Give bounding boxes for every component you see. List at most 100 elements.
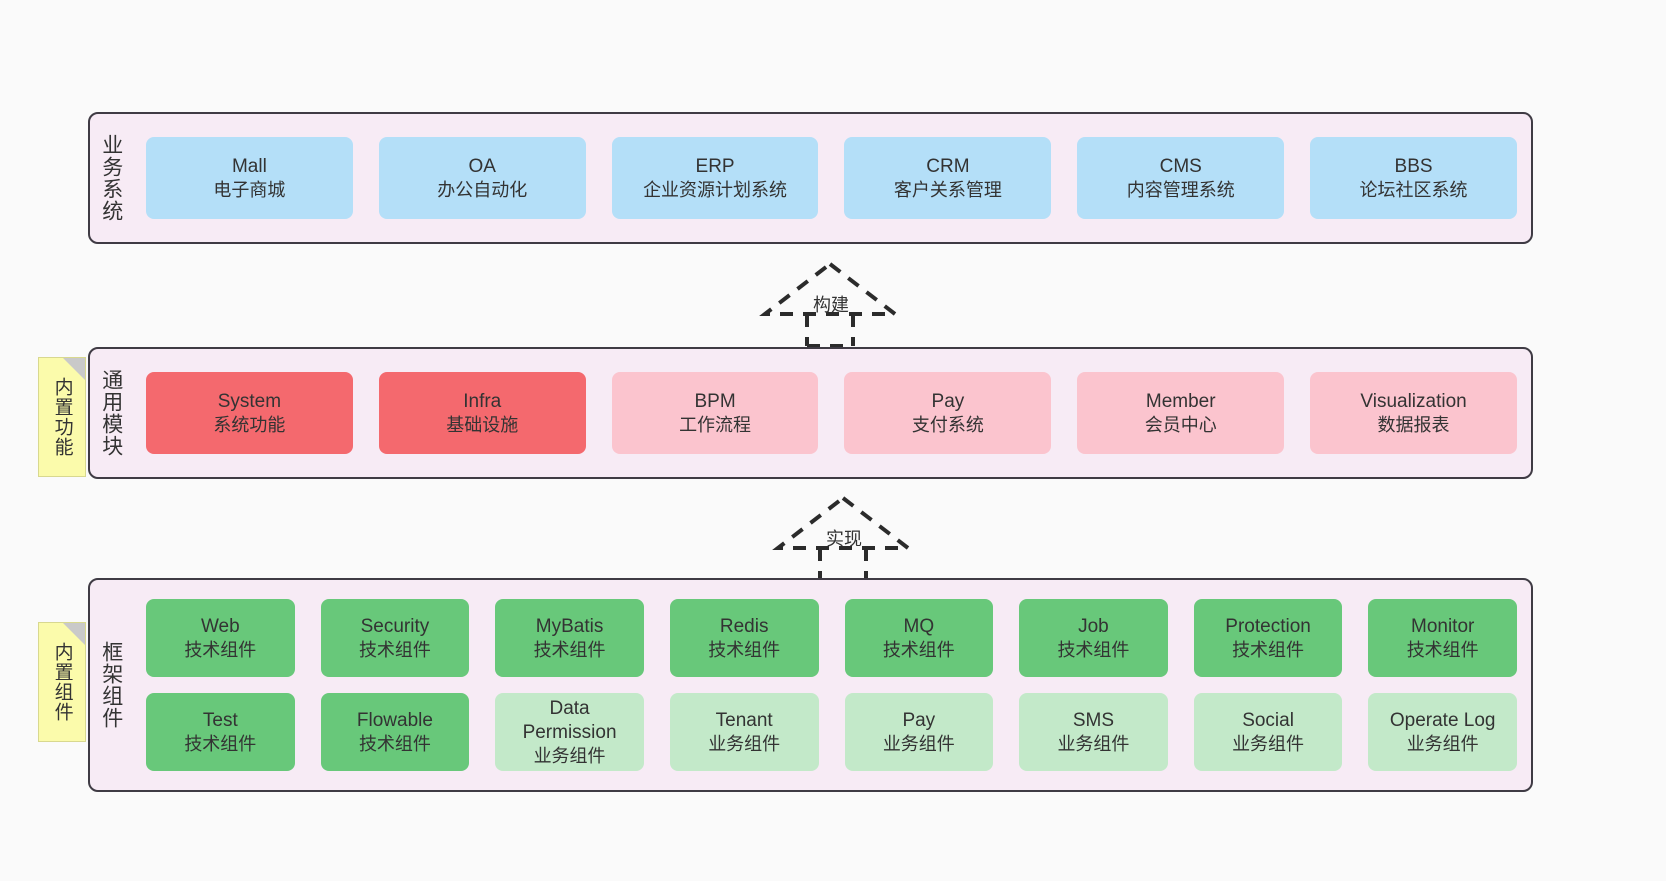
node-title: MQ [903, 615, 935, 637]
node-subtitle: 业务组件 [708, 733, 781, 754]
node-subtitle: 论坛社区系统 [1359, 179, 1468, 200]
note-label: 内置功能 [51, 377, 73, 457]
node-row: Test 技术组件 Flowable 技术组件 Data Permission … [146, 693, 1517, 771]
node-title: Web [200, 615, 240, 637]
node-tenant[interactable]: Tenant 业务组件 [669, 693, 819, 771]
node-subtitle: 技术组件 [882, 639, 955, 660]
note-label: 内置组件 [51, 642, 73, 722]
node-subtitle: 业务组件 [1406, 733, 1479, 754]
node-test[interactable]: Test 技术组件 [146, 693, 295, 771]
node-bbs[interactable]: BBS 论坛社区系统 [1310, 137, 1517, 219]
note-builtin-function: 内置功能 [38, 357, 86, 477]
node-cms[interactable]: CMS 内容管理系统 [1077, 137, 1285, 219]
node-subtitle: 业务组件 [882, 733, 955, 754]
node-subtitle: 技术组件 [1406, 639, 1479, 660]
node-subtitle: 技术组件 [1057, 639, 1130, 660]
node-subtitle: 内容管理系统 [1126, 179, 1235, 200]
node-protection[interactable]: Protection 技术组件 [1193, 599, 1343, 677]
node-subtitle: 电子商城 [213, 179, 286, 200]
node-title: OA [468, 155, 496, 177]
connector-implement-arrow: 实现 [768, 492, 918, 582]
node-redis[interactable]: Redis 技术组件 [669, 599, 819, 677]
node-mall[interactable]: Mall 电子商城 [146, 137, 353, 219]
node-mq[interactable]: MQ 技术组件 [844, 599, 994, 677]
node-web[interactable]: Web 技术组件 [146, 599, 295, 677]
node-social[interactable]: Social 业务组件 [1193, 693, 1343, 771]
node-row: System 系统功能 Infra 基础设施 BPM 工作流程 Pay 支付系统… [146, 372, 1517, 454]
node-pay-module[interactable]: Pay 支付系统 [844, 372, 1052, 454]
node-title: SMS [1072, 709, 1115, 731]
node-flowable[interactable]: Flowable 技术组件 [320, 693, 470, 771]
layer-body-common-module: System 系统功能 Infra 基础设施 BPM 工作流程 Pay 支付系统… [132, 349, 1531, 477]
node-row: Web 技术组件 Security 技术组件 MyBatis 技术组件 Redi… [146, 599, 1517, 677]
node-title: Pay [931, 390, 965, 412]
node-monitor[interactable]: Monitor 技术组件 [1368, 599, 1517, 677]
node-pay-component[interactable]: Pay 业务组件 [844, 693, 994, 771]
node-title: Redis [719, 615, 769, 637]
node-title: Visualization [1360, 390, 1467, 412]
node-subtitle: 技术组件 [1232, 639, 1305, 660]
note-fold-icon [63, 358, 85, 380]
connector-implement-label: 实现 [826, 529, 862, 549]
layer-framework-component[interactable]: 框架组件 Web 技术组件 Security 技术组件 MyBatis 技术组件… [88, 578, 1533, 792]
node-title: Flowable [356, 709, 433, 731]
node-title: Member [1145, 390, 1216, 412]
node-title: Social [1242, 709, 1294, 731]
build-arrow-svg [759, 261, 901, 348]
node-bpm[interactable]: BPM 工作流程 [611, 372, 819, 454]
node-title: CRM [926, 155, 970, 177]
node-title: Infra [463, 390, 502, 412]
note-fold-icon [63, 623, 85, 645]
layer-body-business-system: Mall 电子商城 OA 办公自动化 ERP 企业资源计划系统 CRM 客户关系… [132, 114, 1531, 242]
node-crm[interactable]: CRM 客户关系管理 [844, 137, 1052, 219]
node-subtitle: 数据报表 [1377, 414, 1450, 435]
node-erp[interactable]: ERP 企业资源计划系统 [611, 137, 819, 219]
node-subtitle: 客户关系管理 [893, 179, 1002, 200]
node-member[interactable]: Member 会员中心 [1077, 372, 1285, 454]
node-security[interactable]: Security 技术组件 [320, 599, 470, 677]
node-subtitle: 工作流程 [679, 414, 752, 435]
node-operate-log[interactable]: Operate Log 业务组件 [1368, 693, 1517, 771]
node-title: Mall [231, 155, 267, 177]
node-subtitle: 办公自动化 [437, 179, 528, 200]
node-infra[interactable]: Infra 基础设施 [378, 372, 586, 454]
node-title: BBS [1394, 155, 1433, 177]
node-title: Protection [1225, 615, 1311, 637]
node-subtitle: 技术组件 [533, 639, 606, 660]
layer-common-module[interactable]: 通用模块 System 系统功能 Infra 基础设施 BPM 工作流程 Pay [88, 347, 1533, 479]
node-subtitle: 会员中心 [1144, 414, 1217, 435]
node-subtitle: 业务组件 [533, 745, 606, 766]
connector-build-label: 构建 [813, 295, 849, 315]
node-title: CMS [1159, 155, 1202, 177]
layer-title-framework-component: 框架组件 [99, 641, 123, 729]
node-title: Job [1078, 615, 1109, 637]
node-title: Test [202, 709, 238, 731]
node-data-permission[interactable]: Data Permission 业务组件 [495, 693, 644, 771]
node-subtitle: 技术组件 [708, 639, 781, 660]
node-sms[interactable]: SMS 业务组件 [1019, 693, 1168, 771]
node-oa[interactable]: OA 办公自动化 [378, 137, 586, 219]
layer-business-system[interactable]: 业务系统 Mall 电子商城 OA 办公自动化 ERP 企业资源计划系统 CRM [88, 112, 1533, 244]
node-title: BPM [694, 390, 736, 412]
node-subtitle: 业务组件 [1232, 733, 1305, 754]
layer-title-common-module: 通用模块 [99, 369, 123, 457]
node-row: Mall 电子商城 OA 办公自动化 ERP 企业资源计划系统 CRM 客户关系… [146, 137, 1517, 219]
node-title: Tenant [715, 709, 773, 731]
node-visualization[interactable]: Visualization 数据报表 [1310, 372, 1517, 454]
node-system[interactable]: System 系统功能 [146, 372, 353, 454]
node-title: Monitor [1411, 615, 1475, 637]
node-job[interactable]: Job 技术组件 [1019, 599, 1168, 677]
node-subtitle: 技术组件 [358, 639, 431, 660]
node-title: MyBatis [535, 615, 604, 637]
node-subtitle: 企业资源计划系统 [643, 179, 788, 200]
node-title: Data Permission [522, 697, 617, 743]
node-subtitle: 技术组件 [184, 733, 257, 754]
node-subtitle: 技术组件 [184, 639, 257, 660]
node-subtitle: 业务组件 [1057, 733, 1130, 754]
connector-build-arrow: 构建 [755, 258, 905, 348]
node-subtitle: 支付系统 [911, 414, 984, 435]
node-title: Pay [902, 709, 936, 731]
node-title: System [217, 390, 282, 412]
node-subtitle: 基础设施 [446, 414, 519, 435]
node-mybatis[interactable]: MyBatis 技术组件 [495, 599, 644, 677]
